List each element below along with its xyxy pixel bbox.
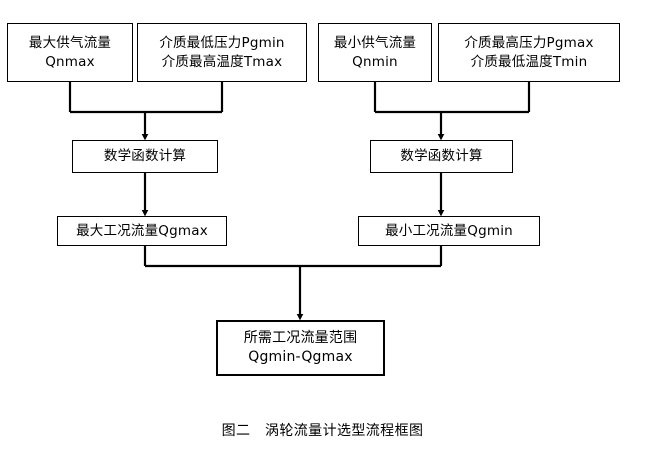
node-min-pressure-max-temp-line1: 介质最低压力Pgmin xyxy=(159,34,285,51)
node-min-working-flow: 最小工况流量Qgmin xyxy=(358,216,540,246)
node-max-pressure-min-temp-line1: 介质最高压力Pgmax xyxy=(464,34,594,51)
node-required-flow-range-line2: Qgmin-Qgmax xyxy=(248,349,353,365)
node-math-function-calc-left: 数学函数计算 xyxy=(72,140,218,173)
node-min-supply-flow: 最小供气流量 Qnmin xyxy=(318,23,432,82)
node-min-supply-flow-line2: Qnmin xyxy=(352,53,398,70)
node-required-flow-range-line1: 所需工况流量范围 xyxy=(243,329,358,346)
node-max-pressure-min-temp-line2: 介质最低温度Tmin xyxy=(470,53,588,70)
node-math-function-calc-right: 数学函数计算 xyxy=(370,140,513,173)
node-max-working-flow: 最大工况流量Qgmax xyxy=(57,216,227,246)
figure-caption: 图二 涡轮流量计选型流程框图 xyxy=(221,423,424,439)
node-max-supply-flow: 最大供气流量 Qnmax xyxy=(7,23,133,82)
node-max-supply-flow-line2: Qnmax xyxy=(45,53,95,70)
node-max-pressure-min-temp: 介质最高压力Pgmax 介质最低温度Tmin xyxy=(438,23,620,82)
node-min-supply-flow-line1: 最小供气流量 xyxy=(333,34,417,51)
node-min-pressure-max-temp-line2: 介质最高温度Tmax xyxy=(161,53,283,70)
node-required-flow-range: 所需工况流量范围 Qgmin-Qgmax xyxy=(216,320,385,376)
node-min-working-flow-label: 最小工况流量Qgmin xyxy=(385,222,513,239)
node-min-pressure-max-temp: 介质最低压力Pgmin 介质最高温度Tmax xyxy=(137,23,307,82)
node-max-working-flow-label: 最大工况流量Qgmax xyxy=(76,222,208,239)
node-math-function-calc-left-label: 数学函数计算 xyxy=(103,148,187,165)
node-math-function-calc-right-label: 数学函数计算 xyxy=(400,148,483,165)
node-max-supply-flow-line1: 最大供气流量 xyxy=(28,34,112,51)
